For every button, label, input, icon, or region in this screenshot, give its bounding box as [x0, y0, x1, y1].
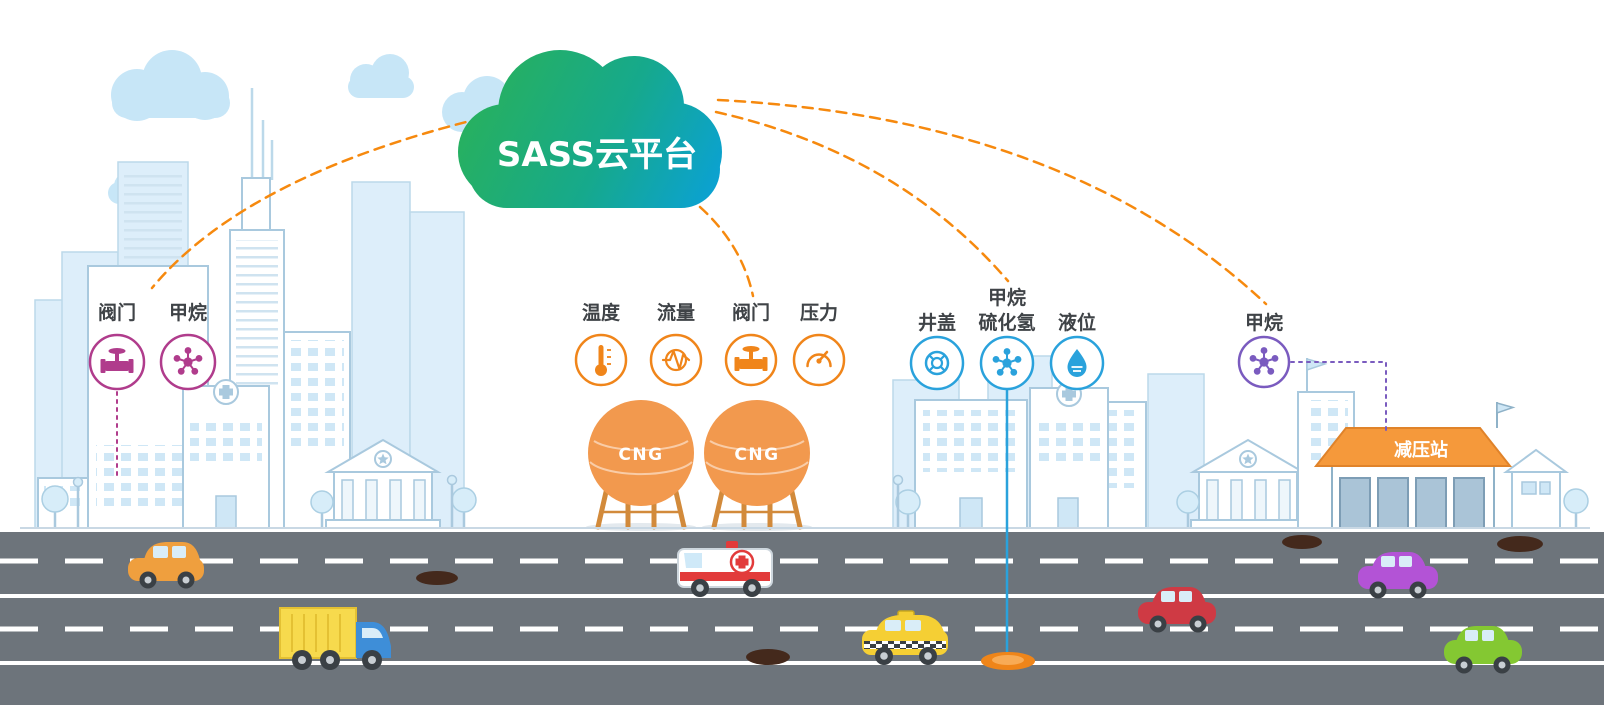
cloud-decoration: [111, 50, 230, 121]
cloud-platform-label: SASS云平台: [497, 135, 697, 175]
pressure-station-label: 减压站: [1394, 439, 1448, 461]
pressure-station-roof: [1313, 427, 1513, 467]
sensor-label: 甲烷: [988, 286, 1026, 309]
pressure-station: 减压站: [1313, 402, 1516, 529]
sensor-label: 压力: [800, 301, 838, 324]
sensor-group-station: 甲烷: [1237, 311, 1291, 389]
bank-building: [324, 438, 442, 529]
truck-yellow: [279, 607, 391, 670]
building: [1502, 448, 1570, 529]
sensor-label: 阀门: [732, 301, 770, 324]
tree: [41, 485, 69, 528]
sensor-manhole: [981, 652, 1035, 670]
manhole: [746, 649, 790, 665]
sensor-label: 硫化氢: [978, 311, 1035, 334]
flow-meter-icon: [661, 348, 691, 372]
car-purple: [1358, 552, 1438, 599]
ambulance: [677, 541, 773, 597]
manhole-cover-icon: [924, 350, 950, 376]
manhole: [1282, 535, 1322, 549]
sensor-label: 液位: [1058, 311, 1096, 334]
manhole: [1497, 536, 1543, 552]
flag-icon: [1306, 358, 1328, 372]
sensor-circle: [909, 335, 965, 391]
sensor-label: 甲烷: [169, 301, 207, 324]
medical-cross-icon: [213, 379, 239, 405]
vehicles: [128, 541, 1522, 674]
cloud-link-line: [716, 98, 1268, 306]
car-green: [1444, 626, 1522, 674]
sensor-label: 温度: [582, 301, 621, 324]
car-red: [1138, 587, 1216, 633]
cng-tank: CNG: [588, 400, 694, 530]
sensor-drop-line-purple: [1290, 361, 1387, 431]
station-flag-icon: [1496, 402, 1516, 415]
siren-light-icon: [726, 541, 738, 549]
cloud-decoration: [348, 54, 414, 98]
sensor-label: 甲烷: [1245, 311, 1283, 334]
taxi: [862, 610, 948, 665]
hospital-building: [1029, 381, 1109, 529]
sensor-label: 阀门: [98, 301, 136, 324]
cloud-link-line: [714, 110, 1010, 283]
tree: [1176, 490, 1200, 528]
cloud-link-line: [150, 116, 484, 290]
red-cross-icon: [729, 549, 755, 575]
cng-tank-label: CNG: [618, 445, 663, 465]
sensor-group-cng: 温度 流量 阀门 压力: [574, 301, 846, 387]
thermometer-icon: [595, 345, 611, 376]
manhole: [416, 571, 458, 585]
liquid-level-icon: [1067, 349, 1087, 377]
hospital-building: [182, 379, 270, 529]
cng-tank: CNG: [704, 400, 810, 530]
sensor-group-city: 阀门 甲烷: [88, 301, 217, 391]
tree: [1563, 488, 1589, 528]
road: [0, 532, 1604, 705]
star-icon: [377, 453, 389, 465]
car-orange: [128, 542, 204, 589]
tree: [451, 487, 477, 528]
sensor-label: 流量: [657, 301, 695, 324]
sensor-label: 井盖: [918, 311, 956, 334]
cng-tanks: CNG CNG: [586, 400, 812, 531]
street-lamp: [892, 474, 904, 528]
bank-building: [1189, 438, 1307, 529]
city-skyline-left: [34, 88, 477, 529]
cloud-platform: SASS云平台: [458, 50, 722, 208]
cloud-links: [150, 98, 1268, 306]
cloud-link-line: [698, 205, 755, 298]
cng-tank-label: CNG: [734, 445, 779, 465]
pressure-gauge-icon: [806, 350, 832, 368]
sensor-group-manhole: 井盖 甲烷 硫化氢 液位: [909, 286, 1105, 391]
street-lamp: [72, 476, 84, 528]
star-icon: [1242, 453, 1254, 465]
street-lamp: [446, 474, 458, 528]
building: [914, 399, 1028, 529]
tree: [310, 490, 334, 528]
tree: [895, 489, 921, 528]
